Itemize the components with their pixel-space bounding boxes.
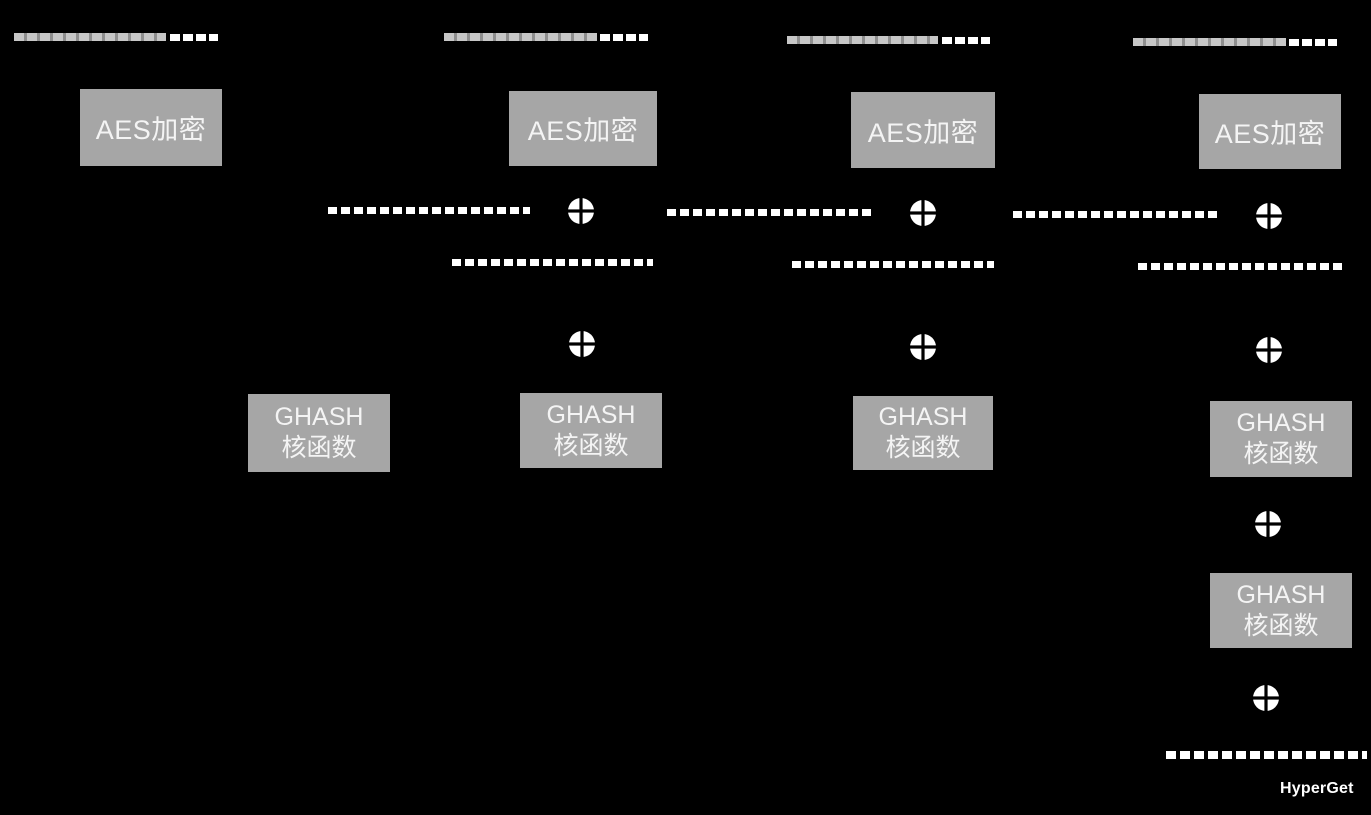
aes-encrypt-label-1: AES加密	[95, 115, 207, 145]
plaintext-dashed-line-4	[1013, 211, 1218, 218]
ghash-label-line2-4a: 核函数	[1243, 440, 1319, 468]
counter-iv-dashed-line-2	[444, 33, 597, 41]
xor-icon	[1255, 511, 1281, 537]
auth-tag-dashed-line	[1166, 751, 1367, 759]
plaintext-dashed-line-2	[328, 207, 530, 214]
xor-icon	[910, 334, 936, 360]
ghash-label-line1-4a: GHASH	[1236, 409, 1326, 437]
ghash-label-line2-4b: 核函数	[1243, 611, 1319, 640]
ghash-label-line1-4b: GHASH	[1236, 580, 1326, 609]
aes-encrypt-label-3: AES加密	[867, 117, 979, 148]
xor-icon	[910, 200, 936, 226]
ciphertext-dashed-line-4	[1138, 263, 1342, 270]
ghash-kernel-box-2: GHASH 核函数	[520, 393, 662, 468]
counter-value-dashed-line-2	[600, 34, 648, 41]
counter-value-dashed-line-3	[942, 37, 990, 44]
counter-iv-dashed-line-3	[787, 36, 938, 44]
xor-icon	[1253, 685, 1279, 711]
aes-encrypt-label-2: AES加密	[527, 116, 639, 146]
ghash-kernel-box-3: GHASH 核函数	[853, 396, 993, 470]
counter-value-dashed-line-4	[1289, 39, 1337, 46]
xor-icon	[1256, 337, 1282, 363]
ghash-label-line1-1: GHASH	[274, 403, 364, 431]
ghash-kernel-box-1: GHASH 核函数	[248, 394, 390, 472]
ghash-label-line2-3: 核函数	[885, 434, 961, 462]
ghash-label-line2-2: 核函数	[553, 431, 629, 460]
aes-encrypt-box-2: AES加密	[509, 91, 657, 166]
xor-icon	[568, 198, 594, 224]
ghash-kernel-box-4a: GHASH 核函数	[1210, 401, 1352, 477]
ciphertext-dashed-line-3	[792, 261, 994, 268]
xor-icon	[1256, 203, 1282, 229]
plaintext-dashed-line-3	[667, 209, 872, 216]
counter-iv-dashed-line-4	[1133, 38, 1286, 46]
ghash-label-line1-3: GHASH	[878, 403, 968, 431]
watermark: HyperGet	[1280, 780, 1354, 797]
counter-iv-dashed-line-1	[14, 33, 166, 41]
xor-icon	[569, 331, 595, 357]
counter-value-dashed-line-1	[170, 34, 218, 41]
aes-encrypt-box-1: AES加密	[80, 89, 222, 166]
ghash-kernel-box-4b: GHASH 核函数	[1210, 573, 1352, 648]
ghash-label-line1-2: GHASH	[546, 400, 636, 429]
aes-encrypt-box-4: AES加密	[1199, 94, 1341, 169]
aes-encrypt-box-3: AES加密	[851, 92, 995, 168]
aes-encrypt-label-4: AES加密	[1214, 119, 1326, 149]
ghash-label-line2-1: 核函数	[281, 434, 357, 462]
ciphertext-dashed-line-2	[452, 259, 653, 266]
